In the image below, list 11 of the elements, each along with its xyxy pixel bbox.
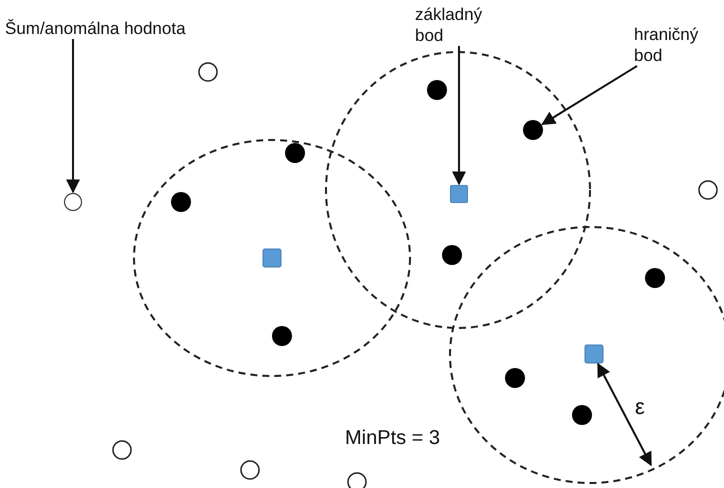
- noise-point: [64, 193, 82, 211]
- epsilon-label: ε: [635, 396, 645, 417]
- callout-label: Šum/anomálna hodnota: [5, 18, 265, 39]
- leader-arrow: [452, 46, 466, 186]
- core-point: [450, 185, 468, 203]
- parameter-label: MinPts = 3: [345, 428, 440, 449]
- leader-arrow: [66, 39, 80, 194]
- callout-label: hraničný bod: [634, 24, 714, 66]
- callout-label: základný bod: [415, 4, 497, 46]
- leader-arrow: [541, 65, 638, 126]
- border-point: [523, 120, 543, 140]
